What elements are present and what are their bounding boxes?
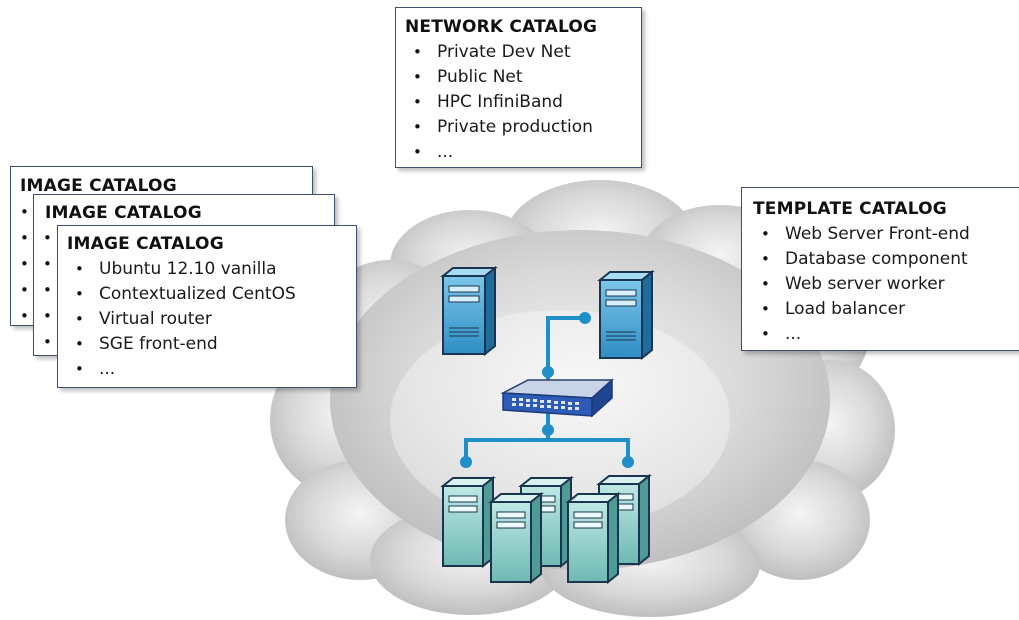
bullet-icon: •	[20, 203, 29, 221]
list-item: •...	[405, 140, 641, 165]
image-catalog-bullets: • • • • •	[20, 199, 32, 329]
bullet-icon: •	[75, 260, 84, 278]
bullet-icon: •	[43, 281, 52, 299]
template-catalog-box: TEMPLATE CATALOG • Web Server Front-end •…	[741, 187, 1019, 351]
bullet-icon: •	[43, 307, 52, 325]
list-item: • Web Server Front-end	[753, 222, 1019, 247]
link-endpoints	[460, 312, 634, 468]
bullet-icon: •	[43, 255, 52, 273]
image-catalog-bullets: • • • • •	[43, 225, 55, 355]
template-item-label: Load balancer	[785, 299, 906, 319]
network-item-label: HPC InfiniBand	[437, 92, 563, 112]
network-catalog-title: NETWORK CATALOG	[405, 17, 598, 37]
bullet-icon: •	[413, 68, 422, 86]
template-item-label: Database component	[785, 249, 968, 269]
server-icon	[440, 265, 498, 357]
bullet-icon: •	[761, 250, 770, 268]
server-icon	[565, 491, 621, 585]
bullet-icon: •	[413, 43, 422, 61]
bullet-icon: •	[20, 255, 29, 273]
image-catalog-box-front: IMAGE CATALOG • Ubuntu 12.10 vanilla • Con…	[57, 225, 357, 388]
list-item: • SGE front-end	[67, 332, 356, 357]
list-item: •...	[67, 357, 356, 382]
server-icon	[440, 475, 496, 569]
bullet-icon: •	[413, 118, 422, 136]
bullet-icon: •	[43, 333, 52, 351]
bullet-icon: •	[75, 335, 84, 353]
network-switch-icon	[500, 378, 614, 418]
image-item-label: Contextualized CentOS	[99, 284, 296, 304]
image-catalog-title: IMAGE CATALOG	[20, 176, 177, 196]
list-item: •...	[753, 322, 1019, 347]
list-item: • Virtual router	[67, 307, 356, 332]
list-item: • HPC InfiniBand	[405, 90, 641, 115]
bullet-icon: •	[20, 229, 29, 247]
bullet-icon: •	[20, 307, 29, 325]
image-item-label: Virtual router	[99, 309, 212, 329]
bullet-icon: •	[43, 229, 52, 247]
list-item: • Public Net	[405, 65, 641, 90]
template-item-label: Web Server Front-end	[785, 224, 970, 244]
template-item-label: ...	[785, 324, 802, 344]
network-catalog-list: • Private Dev Net • Public Net • HPC Infini…	[405, 40, 641, 165]
network-catalog-box: NETWORK CATALOG • Private Dev Net • Public…	[395, 7, 642, 168]
list-item: • Load balancer	[753, 297, 1019, 322]
list-item: • Private production	[405, 115, 641, 140]
image-item-label: ...	[99, 359, 116, 379]
list-item: • Database component	[753, 247, 1019, 272]
network-item-label: ...	[437, 142, 454, 162]
list-item: • Web server worker	[753, 272, 1019, 297]
bullet-icon: •	[761, 325, 770, 343]
network-item-label: Public Net	[437, 67, 523, 87]
server-icon	[488, 491, 544, 585]
template-catalog-title: TEMPLATE CATALOG	[753, 199, 947, 219]
image-item-label: Ubuntu 12.10 vanilla	[99, 259, 277, 279]
bullet-icon: •	[413, 93, 422, 111]
bullet-icon: •	[413, 143, 422, 161]
image-catalog-list: • Ubuntu 12.10 vanilla • Contextualized Ce…	[67, 257, 356, 382]
network-item-label: Private Dev Net	[437, 42, 571, 62]
list-item: • Contextualized CentOS	[67, 282, 356, 307]
image-item-label: SGE front-end	[99, 334, 218, 354]
bullet-icon: •	[20, 281, 29, 299]
network-item-label: Private production	[437, 117, 593, 137]
bullet-icon: •	[75, 285, 84, 303]
list-item: • Private Dev Net	[405, 40, 641, 65]
bullet-icon: •	[761, 300, 770, 318]
bullet-icon: •	[75, 360, 84, 378]
image-catalog-title: IMAGE CATALOG	[45, 203, 202, 223]
image-catalog-title: IMAGE CATALOG	[67, 234, 224, 254]
bullet-icon: •	[75, 310, 84, 328]
bullet-icon: •	[761, 275, 770, 293]
server-icon	[597, 269, 655, 361]
bullet-icon: •	[761, 225, 770, 243]
template-item-label: Web server worker	[785, 274, 945, 294]
template-catalog-list: • Web Server Front-end • Database componen…	[753, 222, 1019, 347]
list-item: • Ubuntu 12.10 vanilla	[67, 257, 356, 282]
